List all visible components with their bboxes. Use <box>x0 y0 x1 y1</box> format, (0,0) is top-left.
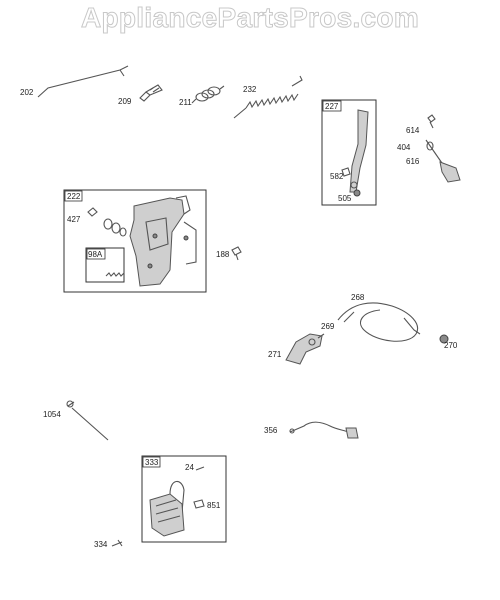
part-851-clip[interactable] <box>193 499 205 509</box>
part-label-582[interactable]: 582 <box>330 172 344 181</box>
part-616-shaft[interactable] <box>425 139 461 183</box>
part-98a-spring[interactable] <box>105 272 125 277</box>
part-427-clip[interactable] <box>87 207 98 217</box>
part-label-209[interactable]: 209 <box>118 97 132 106</box>
kit-box-98a <box>85 247 125 283</box>
part-614-clip[interactable] <box>427 114 436 129</box>
part-label-616[interactable]: 616 <box>406 157 420 166</box>
part-334-screw[interactable] <box>111 539 123 547</box>
part-label-333[interactable]: 333 <box>145 458 159 467</box>
part-356-harness[interactable] <box>289 421 359 439</box>
kit-tag-222 <box>64 190 83 202</box>
part-202-rod[interactable] <box>37 65 129 98</box>
part-label-188[interactable]: 188 <box>216 250 230 259</box>
part-label-269[interactable]: 269 <box>321 322 335 331</box>
part-271-lever[interactable] <box>285 333 325 365</box>
part-label-24[interactable]: 24 <box>185 463 194 472</box>
part-label-334[interactable]: 334 <box>94 540 108 549</box>
part-label-404[interactable]: 404 <box>397 143 411 152</box>
part-209-spring[interactable] <box>139 84 163 102</box>
part-label-202[interactable]: 202 <box>20 88 34 97</box>
part-label-851[interactable]: 851 <box>207 501 221 510</box>
part-label-232[interactable]: 232 <box>243 85 257 94</box>
part-label-98a[interactable]: 98A <box>88 250 103 259</box>
kit-tag-227 <box>322 100 342 112</box>
part-label-211[interactable]: 211 <box>179 98 192 107</box>
kit-box-227 <box>321 99 377 206</box>
part-24-pin[interactable] <box>195 466 205 471</box>
part-404-washer[interactable] <box>426 141 434 151</box>
part-label-271[interactable]: 271 <box>268 350 282 359</box>
part-211-spring[interactable] <box>191 85 225 104</box>
part-label-270[interactable]: 270 <box>444 341 458 350</box>
part-label-222[interactable]: 222 <box>67 192 81 201</box>
part-232-spring[interactable] <box>233 75 303 119</box>
part-label-227[interactable]: 227 <box>325 102 339 111</box>
kit-box-333 <box>141 455 227 543</box>
part-1054-wire[interactable] <box>66 400 109 441</box>
part-label-505[interactable]: 505 <box>338 194 352 203</box>
part-label-427[interactable]: 427 <box>67 215 81 224</box>
part-188-screw[interactable] <box>231 246 242 261</box>
part-227-lever[interactable] <box>341 109 369 197</box>
part-222-bracket[interactable] <box>103 195 197 287</box>
part-label-268[interactable]: 268 <box>351 293 365 302</box>
part-label-356[interactable]: 356 <box>264 426 278 435</box>
part-label-1054[interactable]: 1054 <box>43 410 61 419</box>
kit-tag-98a <box>86 248 106 260</box>
part-270-nut[interactable] <box>439 334 449 344</box>
part-268-cable[interactable] <box>337 302 421 342</box>
kit-tag-333 <box>142 456 161 468</box>
part-label-614[interactable]: 614 <box>406 126 420 135</box>
watermark-logo: AppliancePartsPros.com <box>80 2 420 34</box>
kit-box-222 <box>63 189 207 293</box>
part-333-module[interactable] <box>149 480 185 537</box>
